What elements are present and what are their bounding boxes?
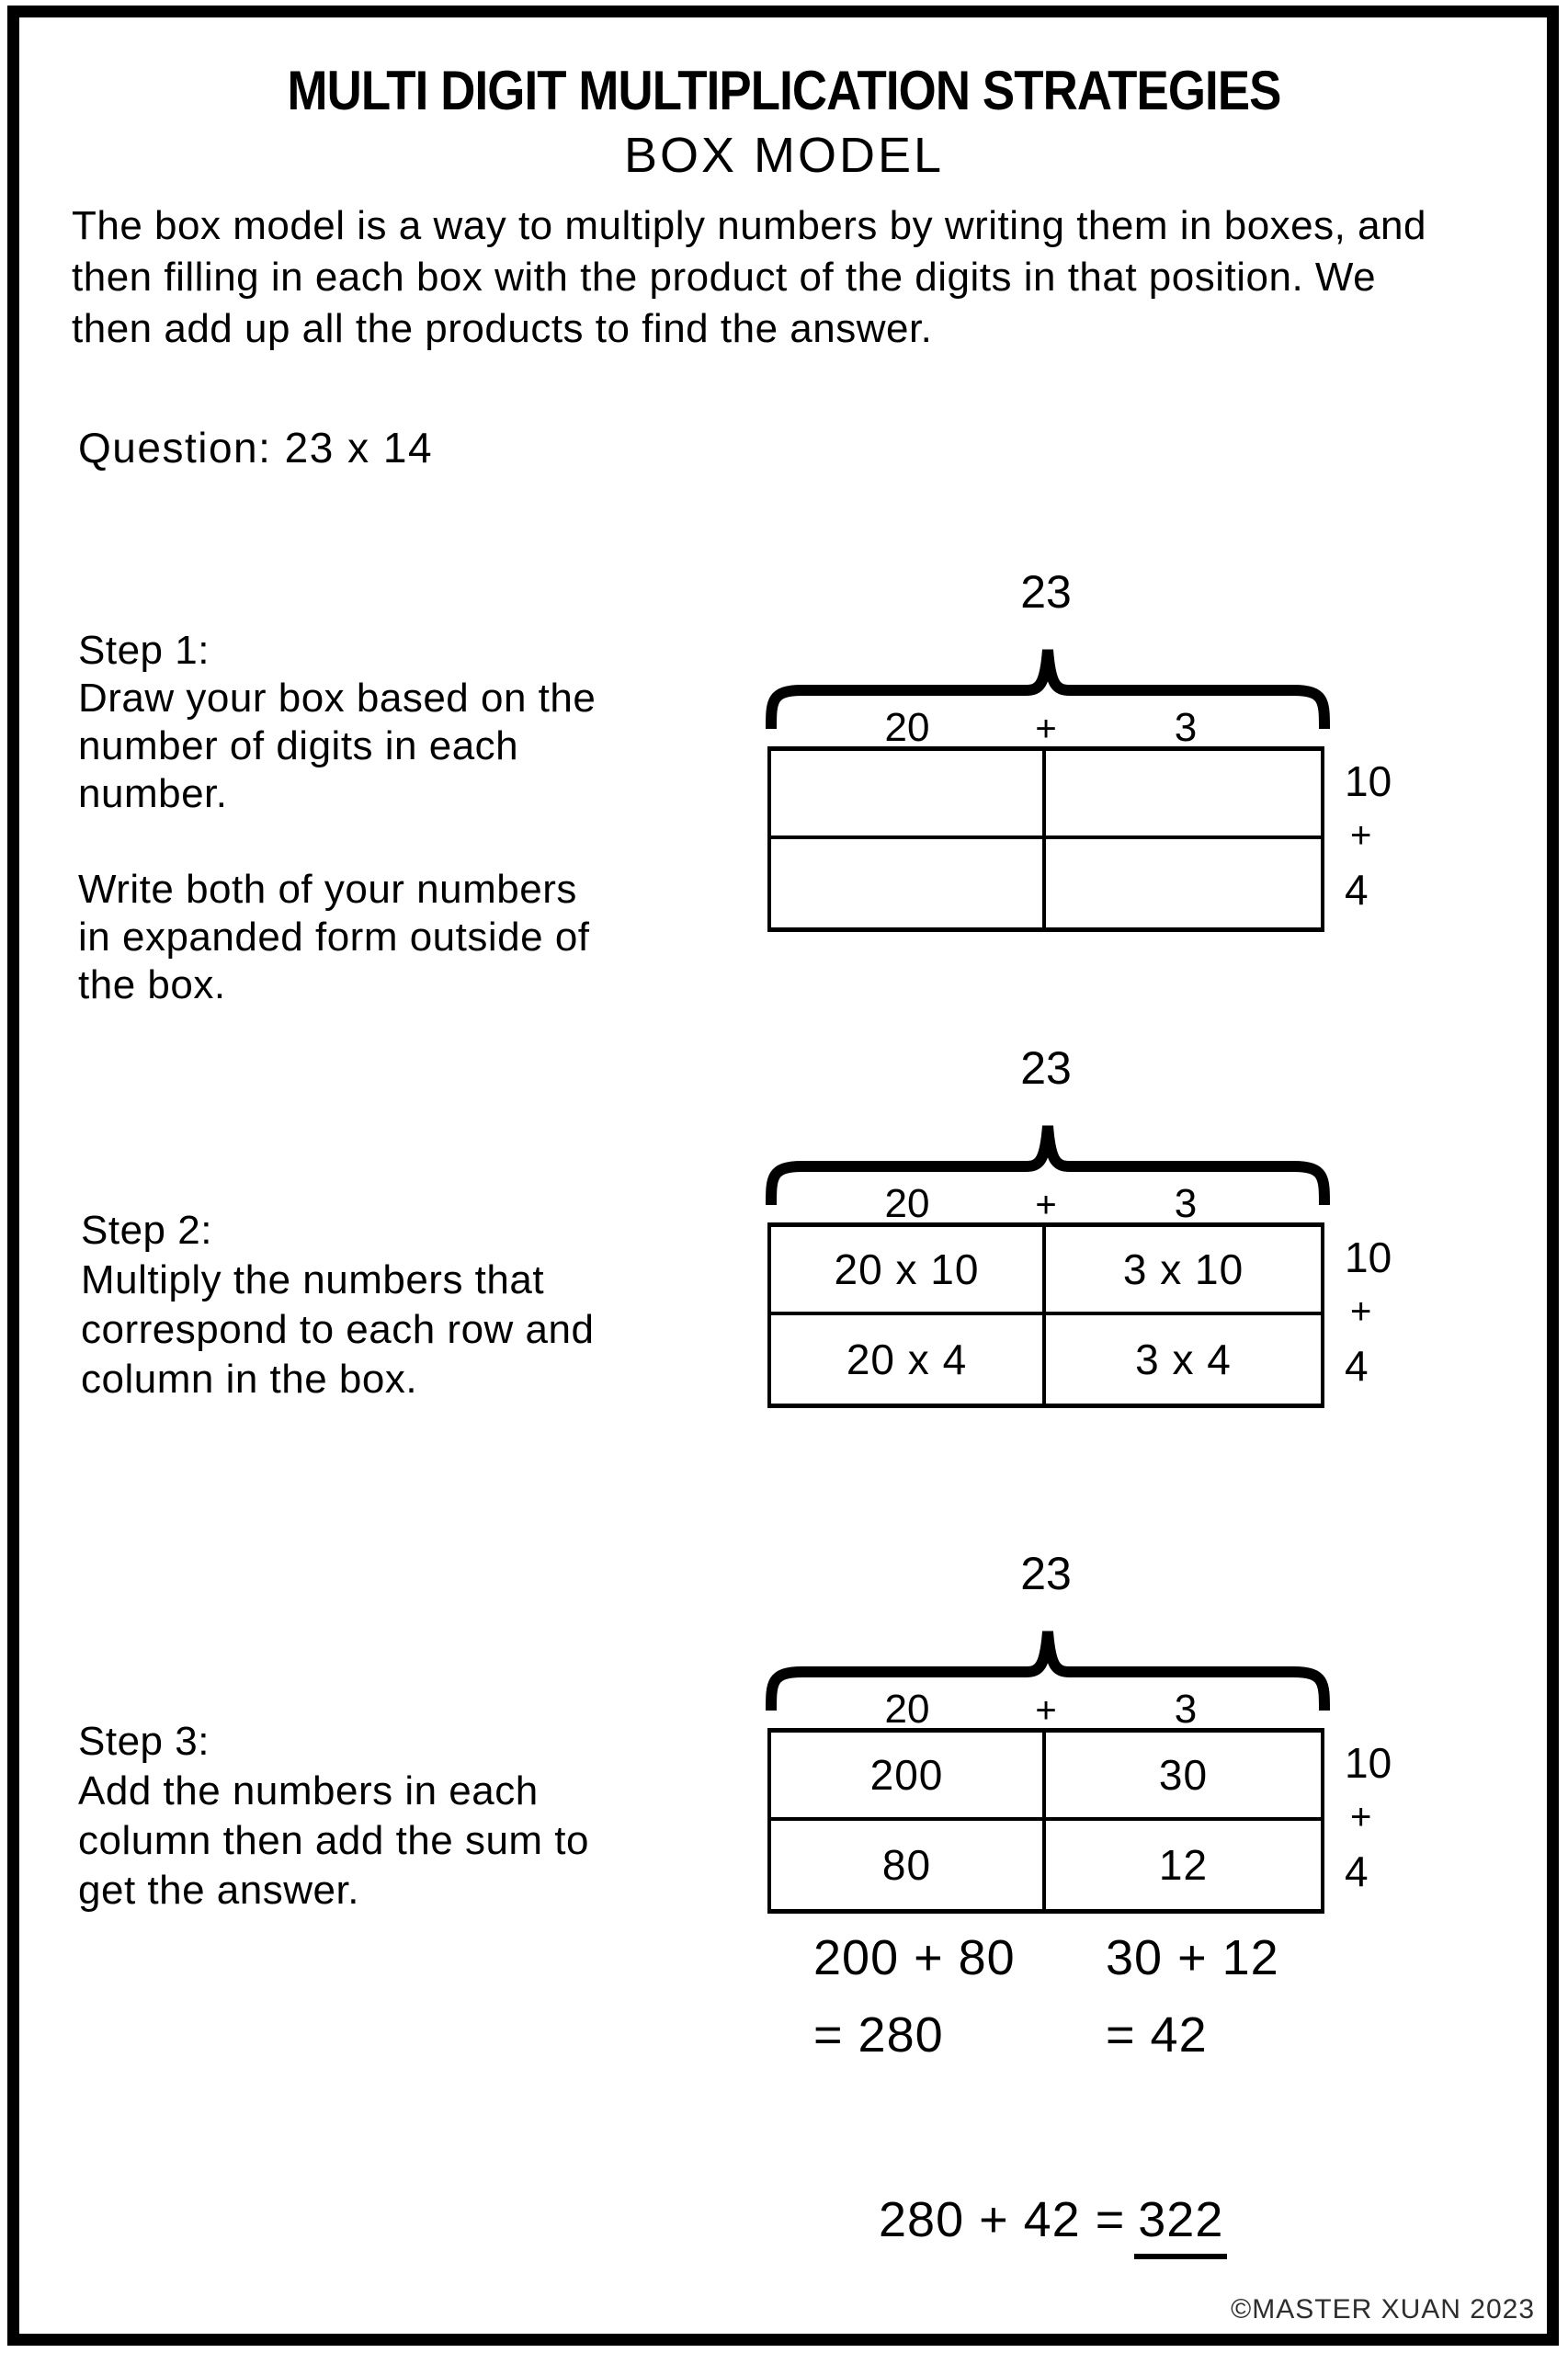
intro-line: The box model is a way to multiply numbe…	[72, 203, 1426, 248]
final-expression: 280 + 42 =	[879, 2192, 1126, 2247]
plus-sign: +	[1035, 1185, 1057, 1225]
step-1-line: in expanded form outside of	[78, 915, 590, 960]
right-column-total: = 42	[1106, 2007, 1208, 2063]
curly-brace-icon	[766, 1125, 1330, 1206]
grid-cell: 200	[771, 1733, 1046, 1821]
grid-cell	[771, 839, 1046, 927]
row-label-ones: 4	[1345, 866, 1369, 914]
step-2-line: column in the box.	[81, 1357, 418, 1402]
right-column-expression: 30 + 12	[1106, 1930, 1279, 1985]
left-column-sum: 200 + 80 = 280	[813, 1919, 1016, 2074]
grid-cell	[771, 751, 1046, 839]
page-subtitle: BOX MODEL	[623, 128, 945, 183]
box-grid: 200 30 80 12	[767, 1728, 1324, 1914]
intro-line: then filling in each box with the produc…	[72, 255, 1377, 300]
step-1-line: number.	[78, 771, 228, 816]
grid-cell: 20 x 10	[771, 1227, 1046, 1315]
step-2-line: Multiply the numbers that	[81, 1257, 545, 1302]
column-label-ones: 3	[1174, 705, 1198, 750]
grid-cell: 30	[1046, 1733, 1321, 1821]
step-1-line: Write both of your numbers	[78, 867, 577, 912]
page-border	[7, 6, 1559, 2346]
step-1-line: number of digits in each	[78, 723, 519, 768]
grid-cell: 20 x 4	[771, 1315, 1046, 1404]
row-labels: 10 + 4	[1345, 1236, 1392, 1387]
top-number: 23	[1020, 566, 1072, 618]
intro-paragraph: The box model is a way to multiply numbe…	[72, 200, 1426, 355]
final-answer-underlined: 322	[1134, 2191, 1228, 2259]
row-labels: 10 + 4	[1345, 1742, 1392, 1893]
intro-line: then add up all the products to find the…	[72, 306, 933, 351]
plus-sign: +	[1035, 709, 1057, 749]
top-number: 23	[1020, 1548, 1072, 1599]
column-label-tens: 20	[884, 1181, 930, 1226]
step-3-label: Step 3:	[78, 1719, 210, 1764]
final-answer-line: 280 + 42 =322	[879, 2191, 1228, 2259]
grid-cell: 12	[1158, 1841, 1209, 1889]
grid-cell: 3 x 10	[1046, 1227, 1321, 1315]
left-column-expression: 200 + 80	[813, 1930, 1016, 1985]
page-title: MULTI DIGIT MULTIPLICATION STRATEGIES	[287, 60, 1281, 121]
plus-sign: +	[1350, 1797, 1372, 1837]
plus-sign: +	[1350, 1291, 1372, 1332]
step-1-text: Step 1: Draw your box based on the numbe…	[78, 627, 596, 1009]
step-2-text: Step 2: Multiply the numbers that corres…	[81, 1206, 594, 1404]
column-label-ones: 3	[1174, 1181, 1198, 1226]
paragraph-gap	[78, 818, 596, 866]
step-1-line: the box.	[78, 962, 226, 1007]
grid-cell	[1046, 839, 1321, 927]
curly-brace-icon	[766, 649, 1330, 730]
box-grid: 20 x 10 3 x 10 20 x 4 3 x 4	[767, 1222, 1324, 1408]
row-label-tens: 10	[1345, 1233, 1392, 1281]
question-text: Question: 23 x 14	[78, 424, 434, 472]
right-column-sum: 30 + 12 = 42	[1106, 1919, 1279, 2074]
grid-cell: 80	[771, 1821, 1046, 1909]
step-1-line: Draw your box based on the	[78, 676, 597, 721]
row-label-ones: 4	[1345, 1847, 1369, 1895]
step-2-line: correspond to each row and	[81, 1307, 595, 1352]
step-1-label: Step 1:	[78, 628, 210, 673]
step-2-label: Step 2:	[81, 1208, 212, 1253]
step-3-line: column then add the sum to	[78, 1818, 589, 1863]
grid-cell	[1046, 751, 1321, 839]
column-label-tens: 20	[884, 705, 930, 750]
column-labels: 20 + 3	[767, 1181, 1324, 1226]
grid-cell: 3 x 4	[1135, 1336, 1232, 1383]
column-labels: 20 + 3	[767, 705, 1324, 750]
row-labels: 10 + 4	[1345, 760, 1392, 911]
curly-brace-icon	[766, 1631, 1330, 1711]
box-grid	[767, 746, 1324, 932]
plus-sign: +	[1035, 1690, 1057, 1731]
step-3-text: Step 3: Add the numbers in each column t…	[78, 1717, 589, 1915]
step-3-line: get the answer.	[78, 1868, 359, 1913]
column-label-ones: 3	[1174, 1687, 1198, 1732]
row-label-tens: 10	[1345, 1739, 1392, 1787]
plus-sign: +	[1350, 815, 1372, 856]
footer-credit: ©MASTER XUAN 2023	[1231, 2294, 1535, 2325]
row-label-tens: 10	[1345, 757, 1392, 805]
left-column-total: = 280	[813, 2007, 944, 2063]
row-label-ones: 4	[1345, 1342, 1369, 1390]
column-label-tens: 20	[884, 1687, 930, 1732]
top-number: 23	[1020, 1042, 1072, 1094]
column-labels: 20 + 3	[767, 1687, 1324, 1732]
step-3-line: Add the numbers in each	[78, 1768, 539, 1813]
